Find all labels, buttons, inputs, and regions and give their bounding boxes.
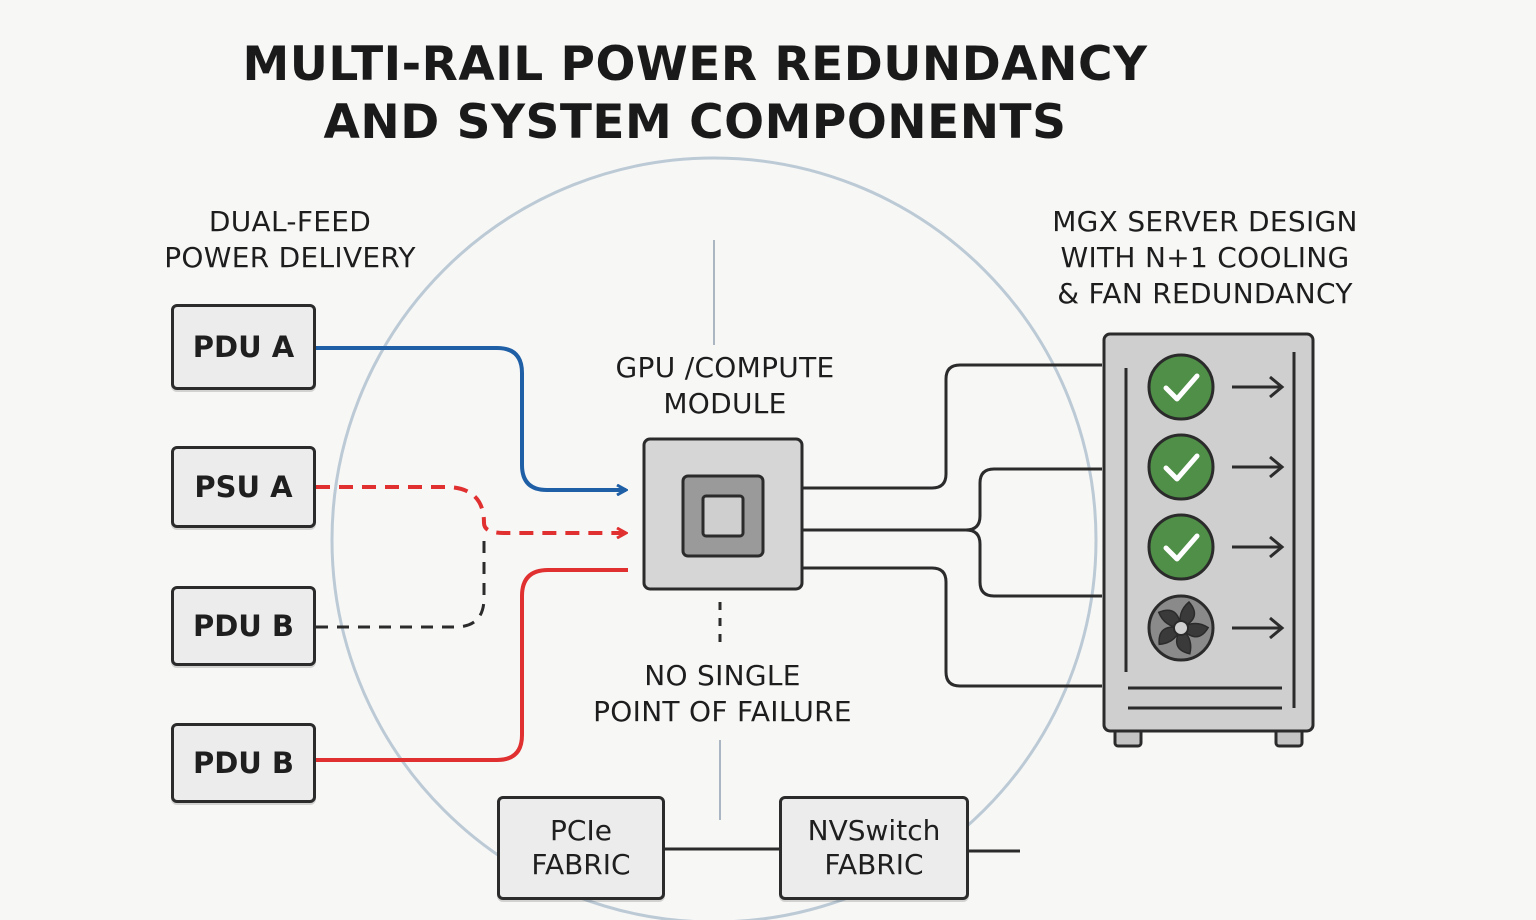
- source-box-psu-a[interactable]: PSU A: [171, 446, 316, 528]
- dual-feed-heading-line-1: DUAL-FEED: [208, 205, 372, 238]
- title-line-1: MULTI-RAIL POWER REDUNDANCY: [242, 37, 1148, 92]
- source-box-pdu-b[interactable]: PDU B: [171, 723, 316, 803]
- nvswitch-fabric-line-1: NVSwitch: [807, 814, 941, 847]
- mgx-server-heading: MGX SERVER DESIGN WITH N+1 COOLING & FAN…: [1030, 204, 1380, 312]
- pdu-a-feed-line: [316, 346, 626, 490]
- dual-feed-heading: DUAL-FEED POWER DELIVERY: [140, 204, 440, 276]
- airflow-arrow-icon: [1232, 455, 1285, 479]
- no-single-point-of-failure-label: NO SINGLE POINT OF FAILURE: [560, 658, 885, 730]
- source-label-psu-a: PSU A: [194, 470, 293, 504]
- nvswitch-fabric-line-2: FABRIC: [824, 848, 924, 881]
- nvswitch-fabric-box[interactable]: NVSwitch FABRIC: [779, 796, 969, 900]
- mgx-heading-line-2: WITH N+1 COOLING: [1060, 241, 1350, 274]
- pcie-fabric-line-2: FABRIC: [531, 848, 631, 881]
- failure-label-line-1: NO SINGLE: [644, 659, 801, 692]
- server-link-1: [802, 363, 1102, 490]
- fan-icon: [1157, 600, 1210, 655]
- fan-unit-2[interactable]: [1147, 433, 1285, 501]
- airflow-arrow-icon: [1232, 616, 1285, 640]
- fan-unit-1[interactable]: [1147, 353, 1285, 421]
- source-label-pdu-b-backup: PDU B: [192, 609, 295, 643]
- mgx-heading-line-1: MGX SERVER DESIGN: [1052, 205, 1358, 238]
- dual-feed-heading-line-2: POWER DELIVERY: [164, 241, 416, 274]
- source-label-pdu-b: PDU B: [192, 746, 295, 780]
- source-label-pdu-a: PDU A: [192, 330, 295, 364]
- redundancy-zone-circle: [330, 156, 1098, 920]
- server-link-2: [802, 467, 1102, 532]
- diagram-title: MULTI-RAIL POWER REDUNDANCY AND SYSTEM C…: [200, 36, 1190, 152]
- pcie-fabric-line-1: PCIe: [550, 814, 612, 847]
- fan-unit-3[interactable]: [1147, 513, 1285, 581]
- fan-unit-4[interactable]: [1147, 594, 1285, 662]
- gpu-compute-module[interactable]: [642, 437, 804, 591]
- pdu-b-backup-line: [316, 540, 486, 629]
- failure-label-line-2: POINT OF FAILURE: [593, 695, 852, 728]
- gpu-module-label: GPU /COMPUTE MODULE: [580, 350, 870, 422]
- check-icon: [1163, 453, 1200, 482]
- pcie-fabric-box[interactable]: PCIe FABRIC: [497, 796, 665, 900]
- check-icon: [1163, 373, 1200, 402]
- fan-group: [1147, 353, 1285, 662]
- psu-a-feed-line: [316, 485, 626, 533]
- server-link-3: [802, 528, 1102, 598]
- source-box-pdu-a[interactable]: PDU A: [171, 304, 316, 390]
- gpu-label-line-1: GPU /COMPUTE: [615, 351, 835, 384]
- title-line-2: AND SYSTEM COMPONENTS: [323, 95, 1067, 150]
- airflow-arrow-icon: [1232, 535, 1285, 559]
- check-icon: [1163, 533, 1200, 562]
- server-link-4: [802, 566, 1102, 688]
- gpu-label-line-2: MODULE: [663, 387, 787, 420]
- pdu-b-feed-line: [316, 568, 628, 762]
- mgx-heading-line-3: & FAN REDUNDANCY: [1057, 277, 1353, 310]
- gpu-chip-inner: [701, 494, 745, 538]
- airflow-arrow-icon: [1232, 375, 1285, 399]
- source-box-pdu-b-backup[interactable]: PDU B: [171, 586, 316, 666]
